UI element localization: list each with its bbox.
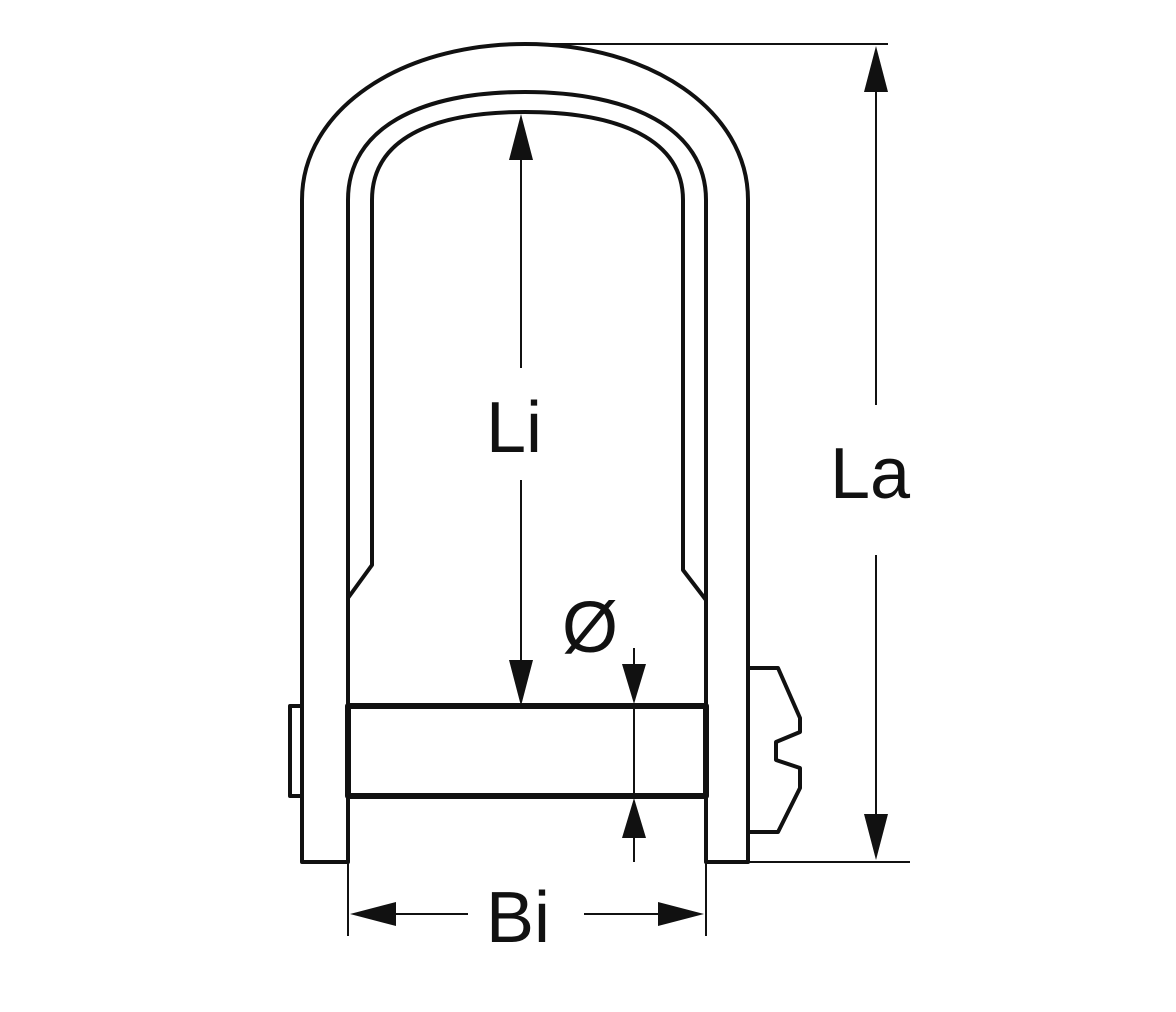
shackle-pin <box>345 703 709 799</box>
bi-label: Bi <box>486 878 550 958</box>
la-top-arrow <box>864 46 888 92</box>
diameter-label: Ø <box>562 588 618 668</box>
pin-right-head <box>748 666 802 834</box>
la-bottom-arrow <box>864 814 888 860</box>
pin-left-cap <box>288 704 302 798</box>
la-label: La <box>830 434 911 514</box>
bi-right-arrow <box>658 902 704 926</box>
li-label: Li <box>486 388 542 468</box>
li-bottom-arrow <box>509 660 533 706</box>
diameter-top-arrow <box>622 664 646 704</box>
li-top-arrow <box>509 114 533 160</box>
diameter-bottom-arrow <box>622 798 646 838</box>
shackle-inner-contour <box>346 90 708 600</box>
bi-left-arrow <box>350 902 396 926</box>
shackle-outer-bow <box>300 42 750 864</box>
